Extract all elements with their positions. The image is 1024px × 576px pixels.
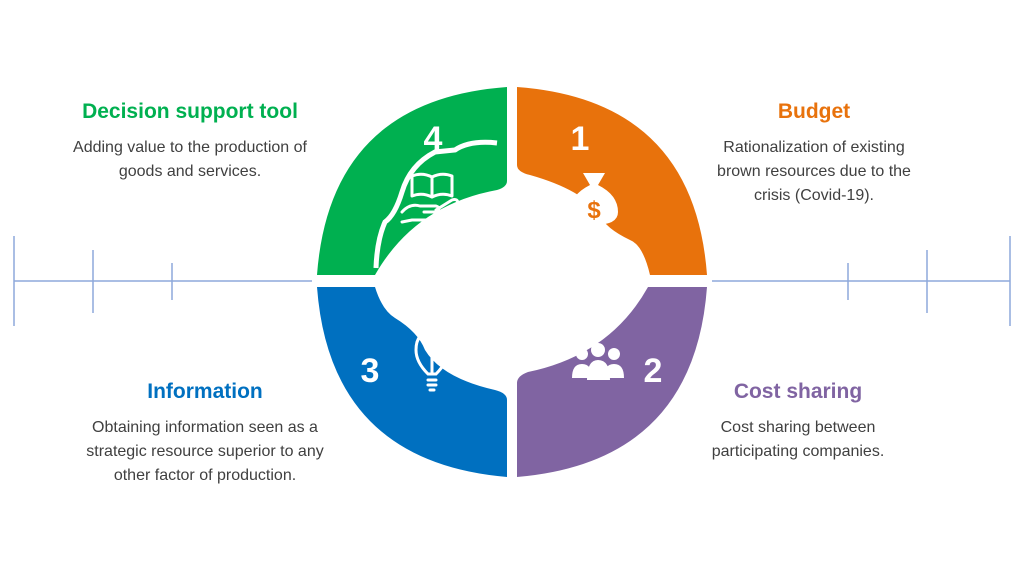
inner-outline-decision [373, 139, 498, 269]
budget-block: Budget Rationalization of existing brown… [684, 100, 944, 208]
money-bag-icon: $ [570, 173, 618, 225]
segment-cost-sharing [517, 287, 707, 477]
segment-number-1: 1 [571, 120, 590, 158]
cost-sharing-block: Cost sharing Cost sharing between partic… [668, 380, 928, 464]
information-description-line: other factor of production. [113, 467, 297, 484]
segment-number-3: 3 [361, 352, 380, 390]
cost-sharing-description-line: participating companies. [711, 443, 885, 460]
inner-outline-cost [526, 292, 643, 363]
cost-sharing-description-line: Cost sharing between [720, 419, 876, 436]
timeline-right [712, 236, 1011, 326]
svg-text:$: $ [587, 197, 601, 224]
timeline-left [13, 236, 312, 326]
decision-support-tool-description-line: goods and services. [118, 163, 262, 180]
book-in-hand-icon [400, 172, 460, 224]
budget-description-line: Rationalization of existing [723, 139, 905, 156]
lightbulb-icon [414, 330, 450, 392]
cost-sharing-description: Cost sharing between participating compa… [668, 416, 928, 464]
information-title: Information [147, 380, 263, 403]
people-group-icon [572, 343, 624, 380]
segment-budget [517, 87, 707, 275]
budget-description: Rationalization of existing brown resour… [684, 136, 944, 208]
decision-support-tool-description-line: Adding value to the production of [73, 139, 307, 156]
segment-information [317, 287, 507, 477]
budget-description-line: crisis (Covid-19). [753, 187, 874, 204]
information-description-line: strategic resource superior to any [86, 443, 324, 460]
budget-title: Budget [777, 100, 851, 123]
decision-support-tool-block: Decision support tool Adding value to th… [40, 100, 340, 184]
budget-description-line: brown resources due to the [717, 163, 911, 180]
segment-number-2: 2 [644, 352, 663, 390]
information-description: Obtaining information seen as a strategi… [50, 416, 360, 488]
cost-sharing-title: Cost sharing [733, 380, 863, 403]
information-block: Information Obtaining information seen a… [50, 380, 360, 488]
decision-support-tool-title: Decision support tool [82, 100, 298, 123]
segment-number-4: 4 [424, 120, 443, 158]
information-description-line: Obtaining information seen as a [92, 419, 318, 436]
decision-support-tool-description: Adding value to the production of goods … [40, 136, 340, 184]
